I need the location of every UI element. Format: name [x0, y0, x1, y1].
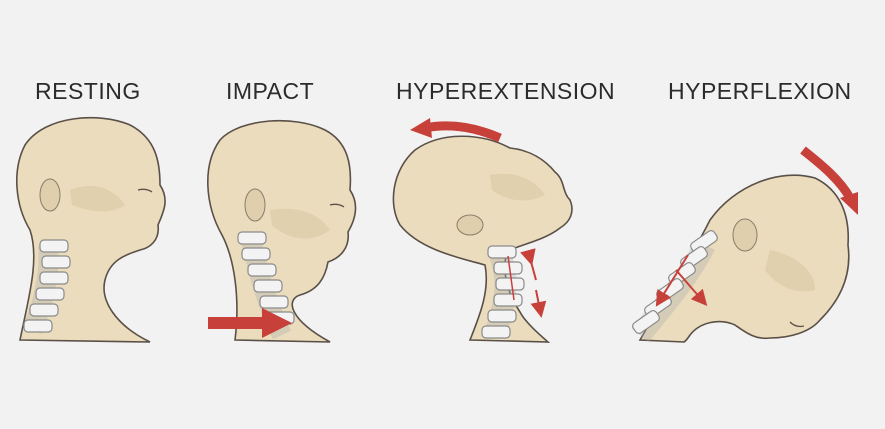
- hyperflexion-arrow-icon: [800, 146, 858, 215]
- label-hyperflexion: HYPERFLEXION: [668, 78, 852, 104]
- hyperextension-stretch-arrows: [520, 248, 547, 318]
- impact-head: [207, 119, 357, 343]
- hyperextension-head: [392, 135, 573, 343]
- hyperflexion-spine-icon: [631, 230, 718, 343]
- label-hyperextension: HYPEREXTENSION: [396, 78, 616, 104]
- hyperextension-spine-icon: [481, 245, 525, 339]
- resting-spine-icon: [22, 239, 71, 334]
- hyperextension-arrow-icon: [410, 118, 502, 143]
- label-resting: RESTING: [35, 78, 141, 104]
- resting-head: [16, 116, 166, 343]
- impact-arrow-icon: [208, 308, 292, 338]
- hyperflexion-head: [638, 174, 850, 343]
- label-impact: IMPACT: [226, 78, 315, 104]
